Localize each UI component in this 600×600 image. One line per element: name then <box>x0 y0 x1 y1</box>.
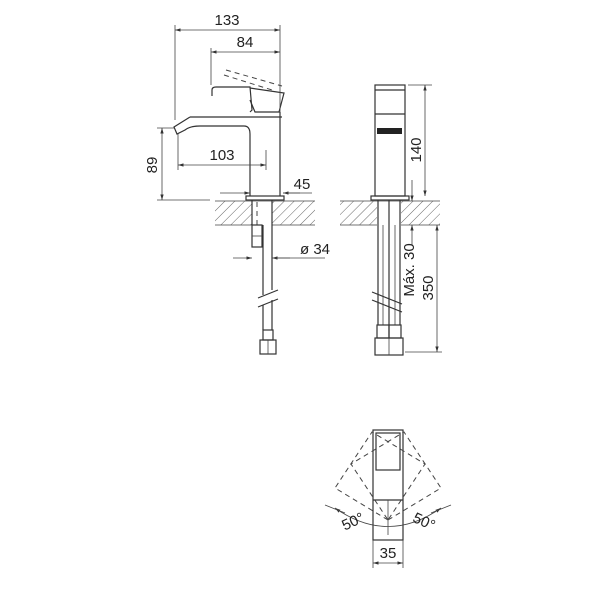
dim-103-label: 103 <box>209 147 234 164</box>
top-view: 50° 50° 35 <box>324 429 452 568</box>
dim-max-30-label: Máx. 30 <box>401 243 418 296</box>
front-view: 140 Máx. 30 350 <box>340 84 442 356</box>
faucet-body-side <box>173 69 285 201</box>
aerator-slot <box>377 128 402 134</box>
dimension-103: 103 <box>177 134 267 170</box>
supply-hose-side <box>251 224 279 355</box>
dimension-45: 45 <box>220 176 312 195</box>
dimension-35: 35 <box>372 540 404 568</box>
dim-350-label: 350 <box>420 275 437 300</box>
dimension-140: 140 <box>408 84 432 196</box>
countertop-side <box>215 200 315 226</box>
dimension-diameter-34: ø 34 <box>233 241 330 260</box>
rotated-handle-dashed <box>334 431 442 521</box>
supply-hoses-front <box>371 200 404 356</box>
dimension-84: 84 <box>210 34 280 85</box>
dimension-133: 133 <box>174 12 281 120</box>
dimension-max-30: Máx. 30 <box>401 180 418 297</box>
side-view: 133 84 103 89 45 <box>144 12 330 355</box>
dimension-89: 89 <box>144 127 210 201</box>
countertop-front <box>340 200 440 226</box>
dimension-350: 350 <box>405 225 442 353</box>
dim-89-label: 89 <box>144 157 161 174</box>
dim-35-label: 35 <box>380 545 397 562</box>
dim-140-label: 140 <box>408 137 425 162</box>
dim-133-label: 133 <box>214 12 239 29</box>
faucet-body-front <box>370 84 410 201</box>
dim-84-label: 84 <box>237 34 254 51</box>
dim-diameter-34-label: ø 34 <box>300 241 330 258</box>
dim-45-label: 45 <box>294 176 311 193</box>
